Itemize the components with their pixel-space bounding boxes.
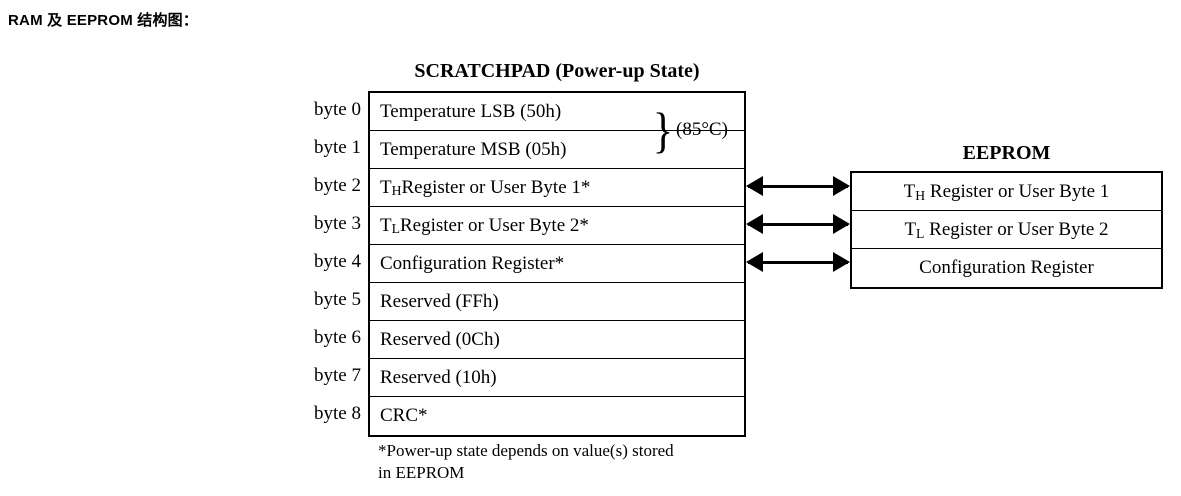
page-caption: RAM 及 EEPROM 结构图： bbox=[8, 12, 199, 29]
scratchpad-row-byte1: Temperature MSB (05h) bbox=[370, 131, 744, 169]
scratchpad-block: SCRATCHPAD (Power-up State) Temperature … bbox=[368, 58, 746, 437]
row-text-prefix: T bbox=[904, 218, 917, 240]
row-text: Reserved (10h) bbox=[380, 366, 497, 388]
byte-label: byte 5 bbox=[314, 289, 361, 310]
byte-label: byte 4 bbox=[314, 251, 361, 272]
byte-label-column: byte 0 byte 1 byte 2 byte 3 byte 4 byte … bbox=[287, 91, 361, 433]
row-subscript: L bbox=[391, 221, 400, 237]
eeprom-table: TH Register or User Byte 1 TL Register o… bbox=[850, 171, 1163, 289]
eeprom-row-tl: TL Register or User Byte 2 bbox=[852, 211, 1161, 249]
row-subscript: H bbox=[915, 188, 926, 204]
row-text: CRC* bbox=[380, 405, 428, 426]
row-subscript: H bbox=[391, 183, 402, 199]
eeprom-row-config: Configuration Register bbox=[852, 249, 1161, 287]
row-text: Temperature MSB (05h) bbox=[380, 138, 567, 160]
row-text: Configuration Register bbox=[919, 257, 1094, 278]
transfer-arrow-byte3 bbox=[746, 205, 850, 243]
transfer-arrow-byte2 bbox=[746, 167, 850, 205]
byte-label: byte 2 bbox=[314, 175, 361, 196]
byte-label: byte 1 bbox=[314, 137, 361, 158]
scratchpad-row-byte6: Reserved (0Ch) bbox=[370, 321, 744, 359]
eeprom-title: EEPROM bbox=[962, 142, 1051, 164]
double-arrow-icon bbox=[746, 176, 850, 196]
eeprom-row-th: TH Register or User Byte 1 bbox=[852, 173, 1161, 211]
byte-label: byte 7 bbox=[314, 365, 361, 386]
row-text: Register or User Byte 2* bbox=[399, 214, 589, 236]
double-arrow-icon bbox=[746, 214, 850, 234]
scratchpad-row-byte5: Reserved (FFh) bbox=[370, 283, 744, 321]
eeprom-block: EEPROM TH Register or User Byte 1 TL Reg… bbox=[850, 140, 1163, 289]
scratchpad-row-byte8: CRC* bbox=[370, 397, 744, 435]
row-text-prefix: T bbox=[380, 214, 392, 236]
row-text: Temperature LSB (50h) bbox=[380, 100, 562, 122]
row-subscript: L bbox=[916, 226, 925, 242]
byte-label: byte 0 bbox=[314, 99, 361, 120]
scratchpad-table: Temperature LSB (50h) Temperature MSB (0… bbox=[368, 91, 746, 437]
row-text-prefix: T bbox=[903, 180, 916, 202]
scratchpad-row-byte7: Reserved (10h) bbox=[370, 359, 744, 397]
row-text: Reserved (0Ch) bbox=[380, 328, 500, 350]
row-text: Register or User Byte 1 bbox=[925, 180, 1110, 202]
row-text: Register or User Byte 2 bbox=[924, 218, 1109, 240]
row-text: Reserved (FFh) bbox=[380, 290, 499, 312]
row-text-prefix: T bbox=[380, 176, 392, 198]
scratchpad-row-byte4: Configuration Register* bbox=[370, 245, 744, 283]
byte-label: byte 3 bbox=[314, 213, 361, 234]
footnote-text: *Power-up state depends on value(s) stor… bbox=[378, 441, 674, 482]
scratchpad-title: SCRATCHPAD (Power-up State) bbox=[414, 60, 700, 82]
row-text: Configuration Register* bbox=[380, 252, 565, 274]
byte-label: byte 6 bbox=[314, 327, 361, 348]
double-arrow-icon bbox=[746, 252, 850, 272]
row-text: Register or User Byte 1* bbox=[401, 176, 591, 198]
byte-label: byte 8 bbox=[314, 403, 361, 424]
transfer-arrow-byte4 bbox=[746, 243, 850, 281]
scratchpad-row-byte0: Temperature LSB (50h) bbox=[370, 93, 744, 131]
